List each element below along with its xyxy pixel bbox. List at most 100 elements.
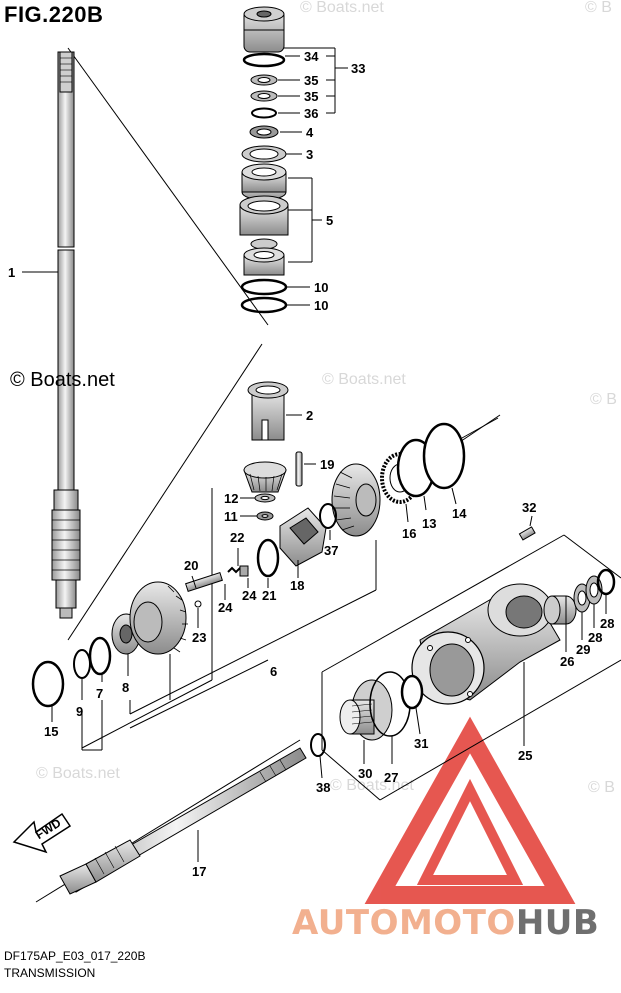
brand-part-2: HUB — [515, 903, 600, 943]
faint-watermarks: © Boats.net © B © Boats.net © B © Boats.… — [36, 0, 617, 796]
callout-37: 37 — [324, 543, 338, 558]
callout-17: 17 — [192, 864, 206, 879]
pinion-gear — [243, 461, 287, 493]
callout-29: 29 — [576, 642, 590, 657]
callout-12: 12 — [224, 491, 238, 506]
svg-text:© B: © B — [585, 0, 612, 16]
callout-4: 4 — [306, 125, 314, 140]
bearing-part-30 — [339, 679, 393, 764]
nut-part-11 — [256, 511, 274, 521]
circlip-part-9 — [73, 649, 91, 700]
brand-triangle-logo — [364, 716, 576, 904]
drive-shaft-part-1 — [22, 51, 81, 619]
callout-16: 16 — [402, 526, 416, 541]
oring-part-28b — [596, 568, 616, 614]
leader-lines — [35, 47, 621, 903]
callout-30: 30 — [358, 766, 372, 781]
figure-code: DF175AP_E03_017_220B — [4, 949, 146, 963]
callout-9: 9 — [76, 704, 83, 719]
callout-13: 13 — [422, 516, 436, 531]
svg-text:© Boats.net: © Boats.net — [322, 371, 406, 388]
bolt-part-32 — [518, 515, 536, 541]
callout-24b: 24 — [242, 588, 257, 603]
bearing-lower-part-5 — [243, 238, 285, 276]
callout-6: 6 — [270, 664, 277, 679]
callout-36: 36 — [304, 106, 318, 121]
circlip-part-36 — [251, 107, 277, 119]
sleeve-part-2 — [247, 381, 302, 441]
callout-27: 27 — [384, 770, 398, 785]
bearing-race-part-5 — [239, 195, 289, 236]
svg-text:© B: © B — [590, 391, 617, 408]
pin-part-19 — [295, 451, 316, 487]
retainer-part-21 — [256, 538, 280, 578]
callout-33: 33 — [351, 61, 365, 76]
svg-text:© Boats.net: © Boats.net — [330, 777, 414, 794]
oil-seal-part-35a — [250, 74, 278, 86]
gear-case-housing-part-25 — [411, 583, 561, 705]
pin-part-24 — [239, 565, 249, 577]
watermark-main: © Boats.net — [10, 369, 115, 391]
callout-38: 38 — [316, 780, 330, 795]
callout-labels: 34 35 35 36 33 4 3 5 10 10 2 1 19 12 11 … — [8, 49, 614, 879]
callout-3: 3 — [306, 147, 313, 162]
callout-19: 19 — [320, 457, 334, 472]
seal-housing-part-33 — [243, 6, 285, 53]
brand-part-1: AUTOMOTO — [292, 903, 516, 943]
callout-5: 5 — [326, 213, 333, 228]
callout-8: 8 — [122, 680, 129, 695]
oring-part-31 — [400, 674, 424, 735]
thrust-washer-part-7 — [88, 636, 112, 682]
bearing-upper-part-5 — [241, 163, 287, 201]
svg-text:© Boats.net: © Boats.net — [300, 0, 384, 16]
callout-34: 34 — [304, 49, 319, 64]
top-stack-leaders — [278, 47, 348, 306]
callout-26: 26 — [560, 654, 574, 669]
callout-28b: 28 — [600, 616, 614, 631]
callout-2: 2 — [306, 408, 313, 423]
bearing-part-26 — [543, 595, 577, 652]
forward-direction-arrow — [12, 812, 72, 854]
callout-20: 20 — [184, 558, 198, 573]
figure-title: FIG.220B — [4, 2, 104, 27]
small-parts-leaders — [191, 548, 269, 628]
circlip-part-38 — [310, 733, 326, 779]
reverse-gear — [129, 581, 188, 700]
propeller-shaft-part-17 — [59, 747, 307, 895]
callout-11: 11 — [224, 509, 238, 524]
o-ring-part-34 — [242, 52, 286, 68]
callout-28a: 28 — [588, 630, 602, 645]
forward-gear-part-6 — [331, 463, 381, 537]
shim-part-3 — [241, 145, 287, 163]
callout-10a: 10 — [314, 280, 328, 295]
washer-part-4 — [249, 125, 279, 139]
callout-31: 31 — [414, 736, 428, 751]
pinion-leaders — [240, 497, 257, 517]
callout-18: 18 — [290, 578, 304, 593]
shim-part-15 — [31, 660, 65, 722]
callout-23: 23 — [192, 630, 206, 645]
callout-24: 24 — [218, 600, 233, 615]
callout-15: 15 — [44, 724, 58, 739]
oil-seal-part-35b — [250, 90, 278, 102]
callout-32: 32 — [522, 500, 536, 515]
callout-7: 7 — [96, 686, 103, 701]
callout-25: 25 — [518, 748, 532, 763]
shim-part-14 — [422, 422, 466, 505]
washer-part-12 — [254, 493, 276, 503]
callout-22: 22 — [230, 530, 244, 545]
callout-1: 1 — [8, 265, 15, 280]
brand-wordmark: AUTOMOTOHUB — [292, 903, 599, 943]
callout-10b: 10 — [314, 298, 328, 313]
shim-part-10b — [240, 296, 288, 314]
callout-35a: 35 — [304, 73, 318, 88]
callout-14: 14 — [452, 506, 467, 521]
clutch-dog-part-18 — [279, 507, 327, 578]
callout-21: 21 — [262, 588, 276, 603]
callout-35b: 35 — [304, 89, 318, 104]
shim-part-10a — [240, 278, 288, 296]
shaft-part-20 — [185, 572, 223, 608]
svg-text:© B: © B — [588, 779, 615, 796]
